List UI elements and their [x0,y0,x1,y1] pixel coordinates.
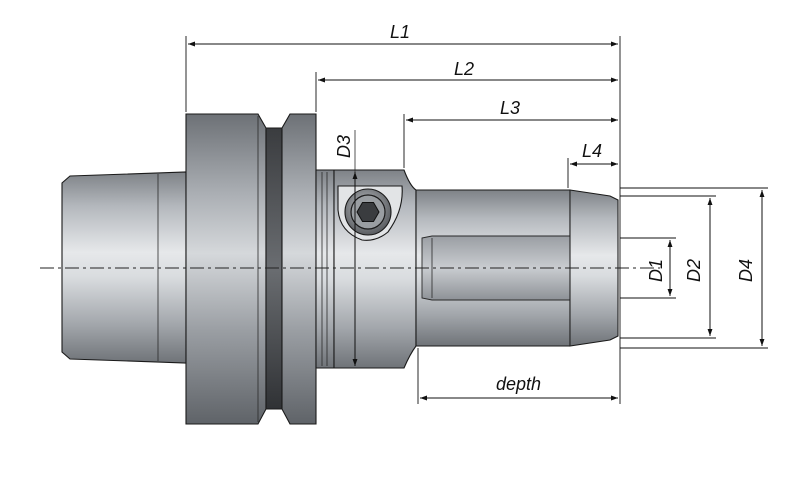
v-groove [265,127,283,410]
label-depth: depth [496,374,541,394]
label-D2: D2 [684,259,704,282]
neck-ring [315,169,335,369]
label-D1: D1 [646,259,666,282]
dimension-lines [185,36,768,404]
label-L4: L4 [582,141,602,161]
label-D4: D4 [736,259,756,282]
dimension-labels: L1 L2 L3 L4 depth D3 D1 D2 D4 [334,22,756,394]
label-L2: L2 [454,59,474,79]
label-L1: L1 [390,22,410,42]
label-L3: L3 [500,98,520,118]
taper-shank [61,171,187,364]
label-D3: D3 [334,135,354,158]
second-flange [281,113,317,425]
flange [185,113,267,425]
